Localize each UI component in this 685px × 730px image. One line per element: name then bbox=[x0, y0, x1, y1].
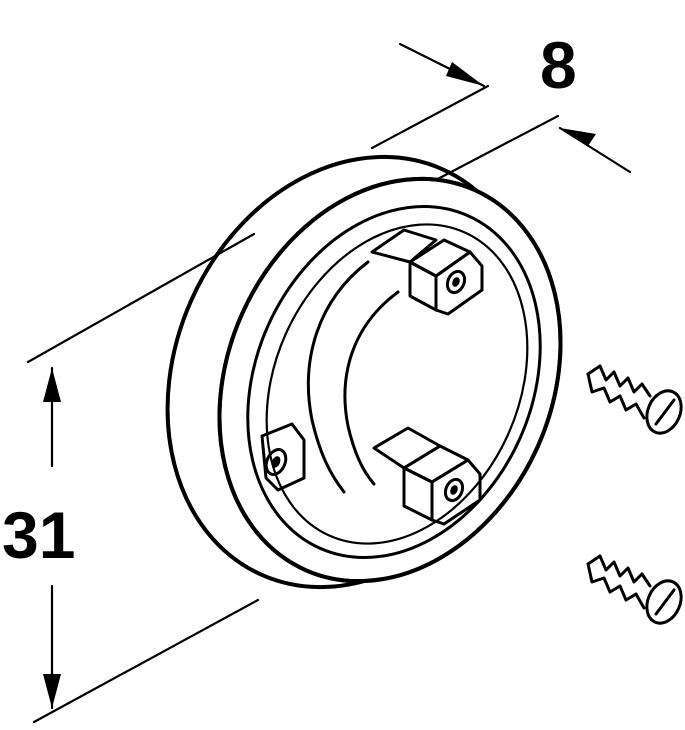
screw-upper-head bbox=[645, 389, 683, 435]
ring-inner-rib-outer bbox=[306, 260, 370, 494]
ring-inner-lip bbox=[246, 205, 542, 559]
diameter-arrow-bottom bbox=[43, 674, 61, 708]
screw-lower-thread-lower bbox=[586, 562, 646, 610]
screw-upper bbox=[586, 364, 683, 435]
depth-label: 8 bbox=[540, 28, 577, 102]
lower-boss-cap bbox=[402, 444, 470, 484]
upper-boss-hole-thread bbox=[452, 277, 460, 287]
depth-extension-line-front bbox=[430, 114, 560, 184]
mounting-ring bbox=[165, 154, 563, 590]
depth-dimension: 8 bbox=[370, 28, 632, 184]
depth-extension-line-back bbox=[370, 84, 490, 150]
upper-boss-hole bbox=[445, 269, 467, 295]
screw-upper-thread-lower bbox=[586, 372, 646, 420]
ring-front-rim-outline bbox=[217, 176, 563, 584]
ring-inner-wall bbox=[265, 223, 529, 545]
lower-boss-hole bbox=[443, 477, 465, 503]
side-boss-hole bbox=[264, 448, 288, 476]
ring-front-face bbox=[221, 180, 559, 580]
upper-boss-cap bbox=[408, 238, 472, 278]
screw-upper-slot bbox=[654, 398, 676, 426]
upper-screw-boss bbox=[370, 228, 484, 316]
depth-arrow-right bbox=[560, 128, 596, 146]
upper-boss-top bbox=[370, 228, 438, 264]
lower-boss-hole-thread bbox=[450, 485, 458, 495]
diameter-label: 31 bbox=[2, 498, 75, 572]
screw-upper-thread bbox=[586, 364, 652, 398]
side-boss-hole-thread bbox=[271, 456, 281, 468]
ring-inner-rib-inner bbox=[343, 290, 400, 486]
lower-screw-boss bbox=[372, 426, 482, 526]
side-boss-body bbox=[260, 422, 306, 492]
screw-lower-head bbox=[645, 579, 683, 625]
diameter-dimension: 31 bbox=[2, 232, 260, 724]
depth-arrow-left bbox=[446, 62, 484, 86]
screw-lower-thread bbox=[586, 554, 652, 588]
side-screw-boss bbox=[260, 422, 306, 492]
diameter-arrow-top bbox=[43, 368, 61, 402]
diameter-extension-line-bottom bbox=[32, 598, 260, 724]
screw-lower bbox=[586, 554, 683, 625]
screw-lower-slot bbox=[654, 588, 676, 616]
